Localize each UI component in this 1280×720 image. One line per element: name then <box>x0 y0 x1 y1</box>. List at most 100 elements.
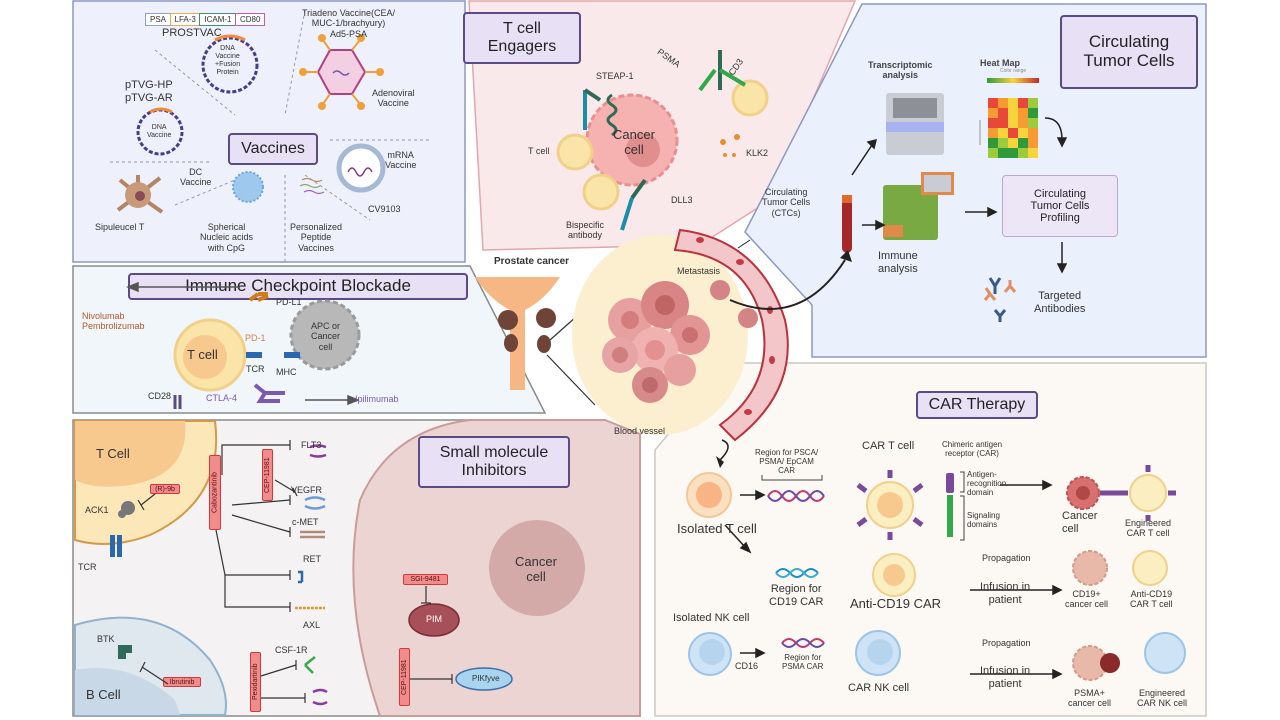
label-line: Circulating <box>1034 187 1086 200</box>
t-cell-icon <box>582 173 620 211</box>
label-line: domain <box>967 488 994 498</box>
anti-cd19-car-t-result-icon <box>1132 550 1168 586</box>
title-line: Small molecule <box>439 444 549 462</box>
heat-map-cell <box>1028 148 1038 158</box>
anti-pd1-antibody-icon <box>248 292 269 302</box>
smi-b-cell-nucleus <box>75 668 180 715</box>
spherical-nucleic-acid-icon <box>232 171 264 203</box>
cancer-cell-label: Cancer cell <box>613 127 655 158</box>
immune-analysis-label: Immune analysis <box>878 250 918 275</box>
psma-antigen-icon <box>1100 653 1120 673</box>
heat-map-cell <box>988 138 998 148</box>
label-line: CD19+ <box>1072 589 1101 599</box>
bispecific-label: Bispecific antibody <box>566 220 604 241</box>
ctc-label-line: Tumor Cells <box>762 197 811 208</box>
label-line: Anti-CD19 <box>1130 589 1173 599</box>
peptide-vaccine-label: Personalized Peptide Vaccines <box>290 222 342 253</box>
label-line: Region for <box>770 583 822 595</box>
heat-map-cell <box>1028 138 1038 148</box>
smi-cancer-cell-label: Cancer cell <box>515 554 557 585</box>
pd1-label: PD-1 <box>245 333 266 343</box>
heat-map-scale-label: Color range <box>1000 68 1027 74</box>
t-cell-label: T cell <box>528 146 550 156</box>
immune-analyzer-icon <box>883 172 954 240</box>
label-line: cell <box>624 141 644 157</box>
b-cell-label: B Cell <box>86 687 121 702</box>
smi-tcr-label: TCR <box>78 562 97 572</box>
dll3-label: DLL3 <box>671 195 693 205</box>
ctc-label-line: Circulating <box>764 187 808 197</box>
bispecific-antibody-icon <box>583 50 747 231</box>
tcr-label: TCR <box>246 364 265 374</box>
tumor-cluster <box>602 280 758 403</box>
cd28-label: CD28 <box>148 391 172 401</box>
smi-t-cell-label: T Cell <box>96 446 130 461</box>
label-line: Spherical <box>207 222 246 232</box>
label-line: PSMA+ <box>1074 688 1105 698</box>
prostate-organ <box>475 277 560 390</box>
pim-label: PIM <box>426 614 443 624</box>
label-line: DNA <box>151 124 167 131</box>
cd28-icon <box>173 395 182 409</box>
ctla4-label: CTLA-4 <box>206 393 238 403</box>
blood-vessel-label: Blood vessel <box>614 426 666 436</box>
dna-vaccine-label: DNA Vaccine <box>147 124 171 140</box>
csf-1r-label: CSF-1R <box>275 645 308 655</box>
label-line: Infusion in <box>980 581 1031 593</box>
propagation-label: Propagation <box>982 638 1031 648</box>
infusion-label: Infusion in patient <box>980 581 1030 606</box>
ctc-label-line: (CTCs) <box>771 207 801 218</box>
label-line: Cancer <box>1062 510 1098 522</box>
engineered-car-nk-icon <box>1144 632 1186 674</box>
label-line: Vaccine <box>147 132 172 140</box>
tumor-nodule <box>504 334 518 352</box>
cv9103-label: CV9103 <box>368 204 401 214</box>
label-line: cancer cell <box>1068 698 1112 709</box>
icb-title: Immune Checkpoint Blockade <box>128 273 468 300</box>
label-line: receptor (CAR) <box>945 449 999 459</box>
heat-map-cell <box>1008 108 1018 118</box>
sequencer-machine-icon <box>886 93 944 155</box>
label-line: Bispecific <box>566 220 605 230</box>
label-line: Profiling <box>1040 212 1080 225</box>
heat-map-cell <box>1008 128 1018 138</box>
label-line: domains <box>967 520 998 530</box>
label-line: Nucleic acids <box>200 232 254 243</box>
heat-map-cell <box>1008 138 1018 148</box>
label-line: Vaccine <box>215 53 240 61</box>
heat-map-cell <box>1018 118 1028 128</box>
heat-map-cell <box>988 148 998 158</box>
heat-map-cell <box>998 138 1008 148</box>
klk2-protein-icon <box>720 134 740 157</box>
car-cancer-cell-label: Cancer cell <box>1062 510 1097 535</box>
label-line: analysis <box>878 262 918 275</box>
blood-vessel <box>673 228 789 442</box>
t-cell-icon <box>731 79 769 117</box>
car-nk-cell-label: CAR NK cell <box>848 682 910 694</box>
dna-icons <box>767 490 825 648</box>
label-line: Transcriptomic <box>868 60 933 70</box>
label-line: Cancer <box>613 127 655 142</box>
label-line: PSMA/ EpCAM <box>759 457 814 467</box>
axl-label: AXL <box>303 620 321 630</box>
vaccines-title: Vaccines <box>228 133 318 165</box>
label-line: Adenoviral <box>372 88 415 98</box>
flt3-label: FLT3 <box>301 440 322 450</box>
ctc-title: Circulating Tumor Cells <box>1060 15 1198 89</box>
car-antigen-domain <box>946 473 954 493</box>
tcr-receptor-icon <box>110 535 122 557</box>
ibrutinib-drug: Ibrutinib <box>163 677 201 687</box>
heat-map-cell <box>1028 118 1038 128</box>
heat-map-cell <box>988 98 998 108</box>
car-signaling-domain <box>947 495 953 537</box>
label-line: recognition <box>967 479 1007 489</box>
prostvac-plasmid-label: DNA Vaccine +Fusion Protein <box>215 45 240 77</box>
heat-map-cell <box>988 108 998 118</box>
heat-map-cell <box>1018 148 1028 158</box>
car-title: CAR Therapy <box>916 391 1038 419</box>
prostate-cancer-label: Prostate cancer <box>494 256 570 267</box>
label-line: CAR T cell <box>1126 528 1170 539</box>
